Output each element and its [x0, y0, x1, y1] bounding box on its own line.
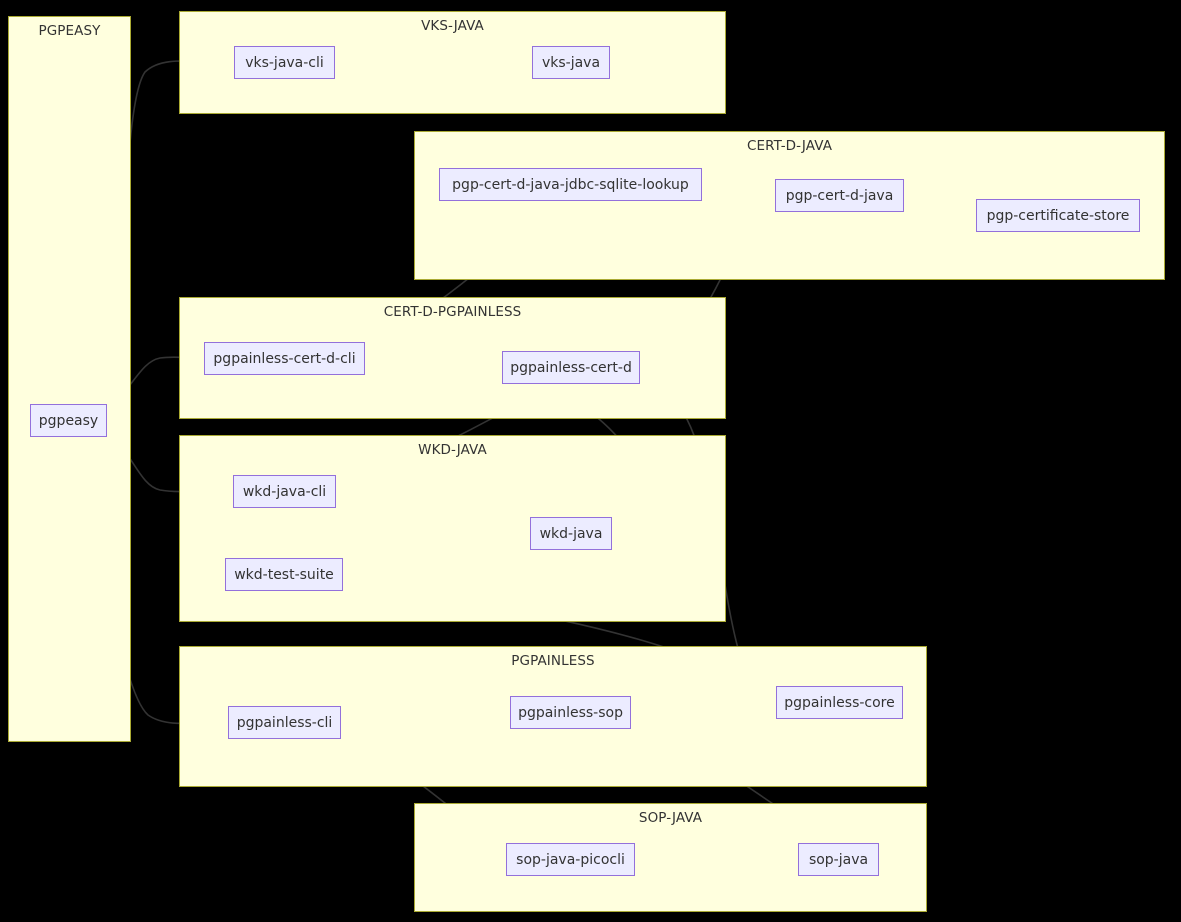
cluster-label: WKD-JAVA	[418, 442, 487, 458]
node-label: pgpainless-core	[784, 694, 895, 711]
node-label: pgp-cert-d-java	[785, 187, 894, 204]
node-label: sop-java	[808, 851, 869, 868]
node-vks-java-cli[interactable]: vks-java-cli	[234, 46, 335, 79]
node-label: pgpainless-cert-d-cli	[213, 350, 356, 367]
node-pgp-cert-d-java-jdbc-sqlite-lookup[interactable]: pgp-cert-d-java-jdbc-sqlite-lookup	[439, 168, 702, 201]
node-pgpainless-core[interactable]: pgpainless-core	[776, 686, 903, 719]
cluster-label: SOP-JAVA	[638, 810, 703, 826]
cluster-label: CERT-D-JAVA	[746, 138, 833, 154]
node-label: sop-java-picocli	[516, 851, 625, 868]
node-sop-java-picocli[interactable]: sop-java-picocli	[506, 843, 635, 876]
cluster-label: PGPAINLESS	[511, 653, 595, 669]
node-label: pgp-certificate-store	[986, 207, 1130, 224]
node-label: pgpainless-cert-d	[510, 359, 632, 376]
cluster-label: PGPEASY	[38, 23, 101, 39]
cluster-label: VKS-JAVA	[421, 18, 484, 34]
node-pgp-cert-d-java[interactable]: pgp-cert-d-java	[775, 179, 904, 212]
node-pgpainless-cli[interactable]: pgpainless-cli	[228, 706, 341, 739]
node-label: pgpainless-cli	[236, 714, 333, 731]
node-label: wkd-test-suite	[234, 566, 334, 583]
cluster-label: CERT-D-PGPAINLESS	[383, 304, 522, 320]
node-label: pgp-cert-d-java-jdbc-sqlite-lookup	[452, 176, 689, 193]
node-sop-java[interactable]: sop-java	[798, 843, 879, 876]
node-wkd-java-cli[interactable]: wkd-java-cli	[233, 475, 336, 508]
node-label: vks-java	[541, 54, 601, 71]
cluster-pgpeasy: PGPEASY	[8, 16, 131, 742]
node-wkd-java[interactable]: wkd-java	[530, 517, 612, 550]
node-label: vks-java-cli	[245, 54, 324, 71]
node-pgp-certificate-store[interactable]: pgp-certificate-store	[976, 199, 1140, 232]
node-pgpainless-cert-d[interactable]: pgpainless-cert-d	[502, 351, 640, 384]
node-pgpeasy[interactable]: pgpeasy	[30, 404, 107, 437]
node-vks-java[interactable]: vks-java	[532, 46, 610, 79]
node-label: pgpeasy	[38, 412, 99, 429]
node-label: wkd-java-cli	[242, 483, 327, 500]
node-pgpainless-sop[interactable]: pgpainless-sop	[510, 696, 631, 729]
node-label: wkd-java	[539, 525, 603, 542]
node-pgpainless-cert-d-cli[interactable]: pgpainless-cert-d-cli	[204, 342, 365, 375]
node-label: pgpainless-sop	[518, 704, 623, 721]
node-wkd-test-suite[interactable]: wkd-test-suite	[225, 558, 343, 591]
cluster-wkd-java: WKD-JAVA	[179, 435, 726, 622]
